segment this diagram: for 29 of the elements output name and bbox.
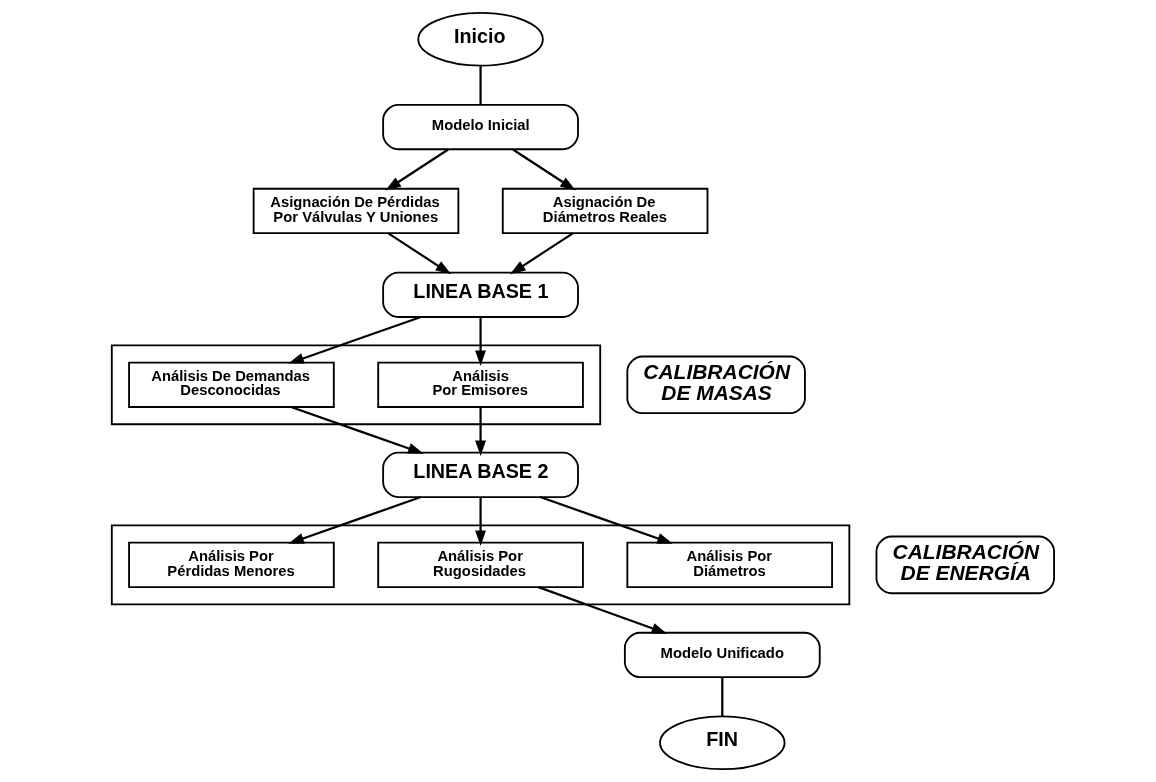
connector [479, 65, 482, 105]
arrow [288, 315, 422, 364]
node-box: CALIBRACIÓN DE ENERGÍA [875, 535, 1055, 595]
node-box: CALIBRACIÓN DE MASAS [626, 355, 806, 415]
arrow [539, 496, 673, 544]
arrow [475, 497, 486, 547]
node-ellipse: FIN [659, 715, 786, 771]
arrow [512, 148, 576, 191]
node-box: Análisis Por Rugosidades [377, 541, 584, 588]
arrow [510, 232, 574, 275]
node-box: Análisis De Demandas Desconocidas [128, 361, 335, 408]
node-box: Modelo Unificado [623, 631, 821, 679]
node-box: Análisis Por Emisores [377, 361, 584, 408]
node-box: LINEA BASE 1 [382, 271, 579, 318]
node-box: Análisis Por Pérdidas Menores [128, 541, 335, 588]
node-box: Asignación De Pérdidas Por Válvulas Y Uniones [252, 187, 460, 235]
node-box: Modelo Inicial [382, 103, 579, 151]
arrow [475, 407, 486, 456]
node-box: LINEA BASE 2 [382, 451, 579, 498]
arrow [387, 232, 452, 275]
arrow [385, 148, 449, 191]
cluster [110, 344, 602, 426]
node-box: Asignación De Diámetros Reales [501, 187, 709, 235]
node-box: Análisis Por Diámetros [626, 541, 833, 588]
arrow [475, 317, 486, 366]
node-ellipse: Inicio [417, 11, 544, 67]
connector [721, 677, 724, 717]
cluster [110, 524, 851, 606]
arrow [288, 496, 422, 544]
